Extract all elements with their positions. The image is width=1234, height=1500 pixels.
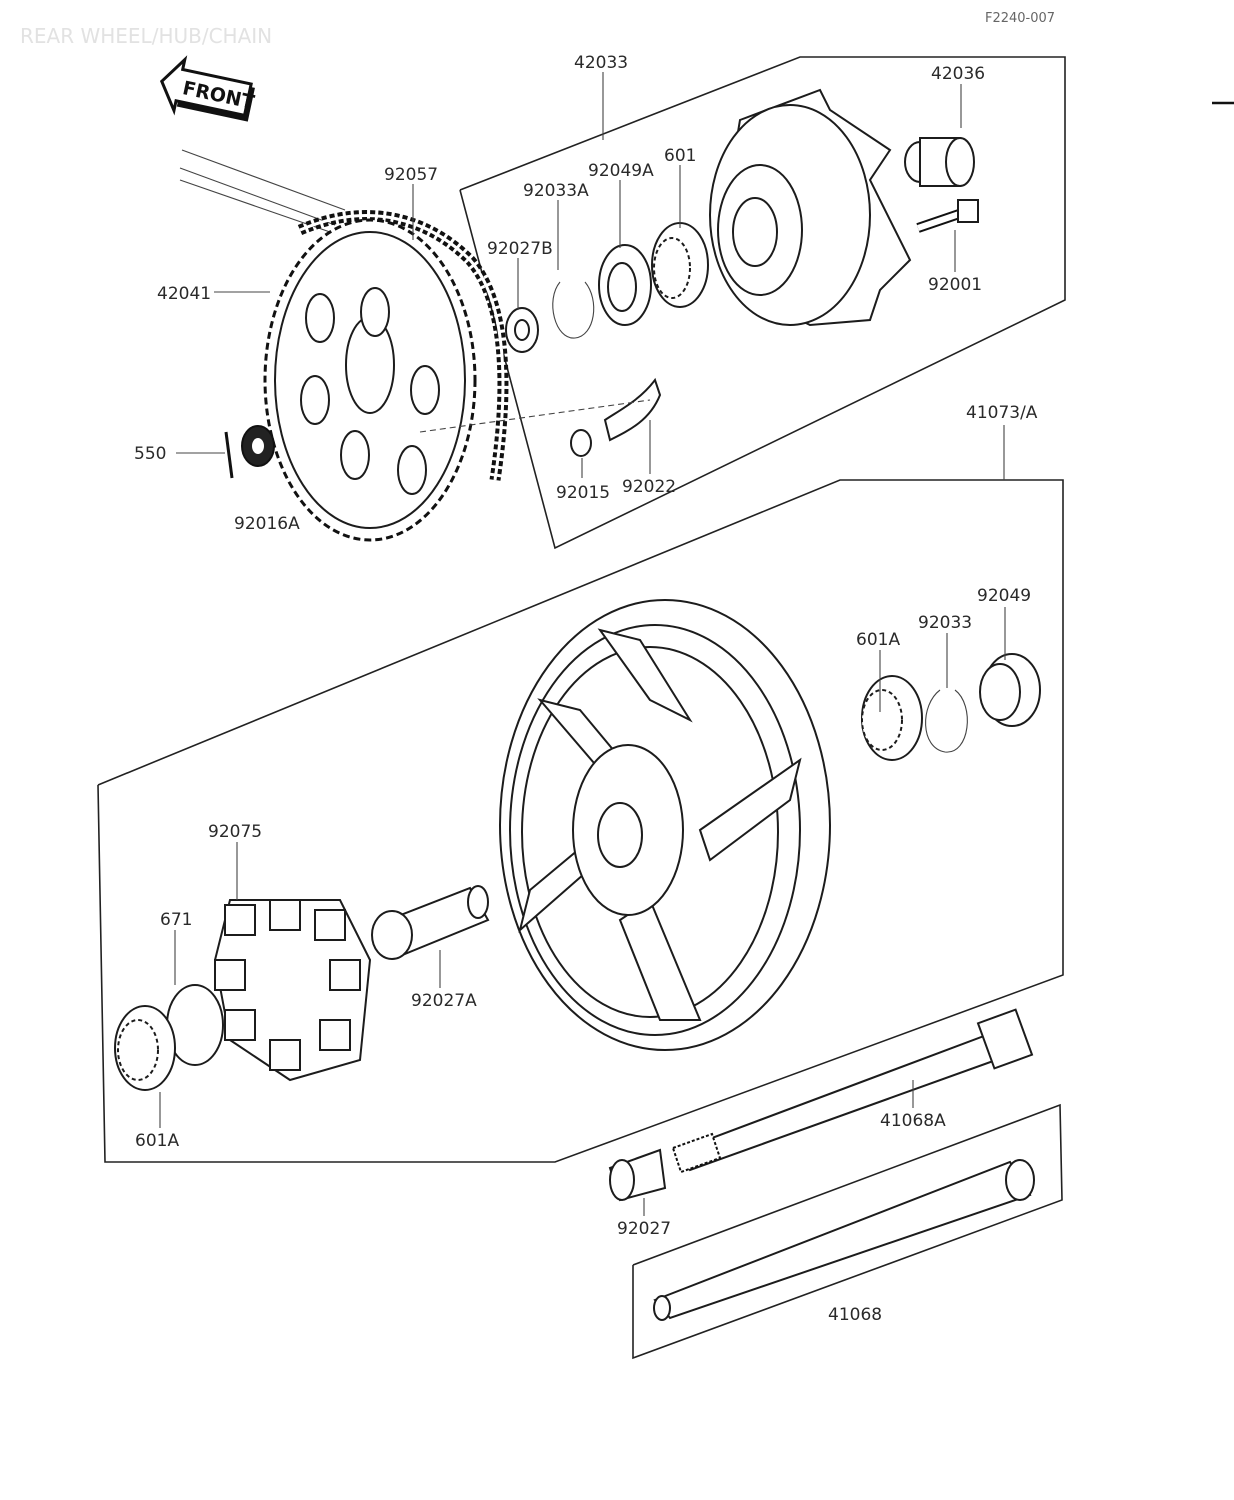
part-label-41073a: 41073/A bbox=[966, 403, 1038, 423]
part-label-92049: 92049 bbox=[977, 586, 1031, 606]
part-label-671: 671 bbox=[160, 910, 192, 930]
coupling-damper-92075 bbox=[213, 899, 372, 1082]
circlip-92033 bbox=[925, 689, 968, 753]
part-label-41068: 41068 bbox=[828, 1305, 882, 1325]
part-label-92033a: 92033A bbox=[523, 181, 589, 201]
spacer-92027b bbox=[505, 307, 539, 353]
part-label-92027b: 92027B bbox=[487, 239, 553, 259]
part-label-92027a: 92027A bbox=[411, 991, 477, 1011]
cotter-pin-550 bbox=[224, 431, 234, 479]
reference-code: F2240-007 bbox=[985, 11, 1055, 26]
bearing-601a-left bbox=[114, 1005, 176, 1091]
part-label-92027: 92027 bbox=[617, 1219, 671, 1239]
bearing-601a-right bbox=[861, 675, 923, 761]
part-label-42036: 42036 bbox=[931, 64, 985, 84]
part-label-550: 550 bbox=[134, 444, 166, 464]
part-label-92049a: 92049A bbox=[588, 161, 654, 181]
front-arrow-icon: FRONT bbox=[159, 55, 256, 122]
part-label-601a-right: 601A bbox=[856, 630, 900, 650]
diagram-title: REAR WHEEL/HUB/CHAIN bbox=[20, 24, 272, 48]
rear-wheel bbox=[499, 599, 831, 1051]
axle-41068a bbox=[671, 1008, 1034, 1174]
part-label-92001: 92001 bbox=[928, 275, 982, 295]
oil-seal-92049 bbox=[979, 653, 1041, 727]
rear-sprocket bbox=[263, 218, 477, 542]
circlip-92033a bbox=[552, 281, 595, 339]
part-label-92033: 92033 bbox=[918, 613, 972, 633]
drive-chain bbox=[179, 149, 509, 481]
part-label-92015: 92015 bbox=[556, 483, 610, 503]
nut-92016a bbox=[241, 425, 275, 467]
torque-link-92022 bbox=[603, 377, 662, 442]
part-label-92016a: 92016A bbox=[234, 514, 300, 534]
part-label-92075: 92075 bbox=[208, 822, 262, 842]
hub-coupling bbox=[709, 88, 912, 327]
part-label-601a-left: 601A bbox=[135, 1131, 179, 1151]
part-label-42041: 42041 bbox=[157, 284, 211, 304]
bearing-601 bbox=[651, 222, 709, 308]
collar-92027 bbox=[608, 1148, 667, 1202]
part-label-601: 601 bbox=[664, 146, 696, 166]
part-label-92022: 92022 bbox=[622, 477, 676, 497]
coupling-collar bbox=[904, 137, 975, 187]
part-label-41068a: 41068A bbox=[880, 1111, 946, 1131]
oil-seal-92049a bbox=[598, 244, 652, 326]
bolt-92001 bbox=[916, 199, 979, 233]
part-label-92057: 92057 bbox=[384, 165, 438, 185]
part-label-42033: 42033 bbox=[574, 53, 628, 73]
nut-92015 bbox=[570, 429, 592, 457]
spacer-92027a bbox=[371, 885, 490, 960]
axle-41068 bbox=[653, 1159, 1035, 1321]
